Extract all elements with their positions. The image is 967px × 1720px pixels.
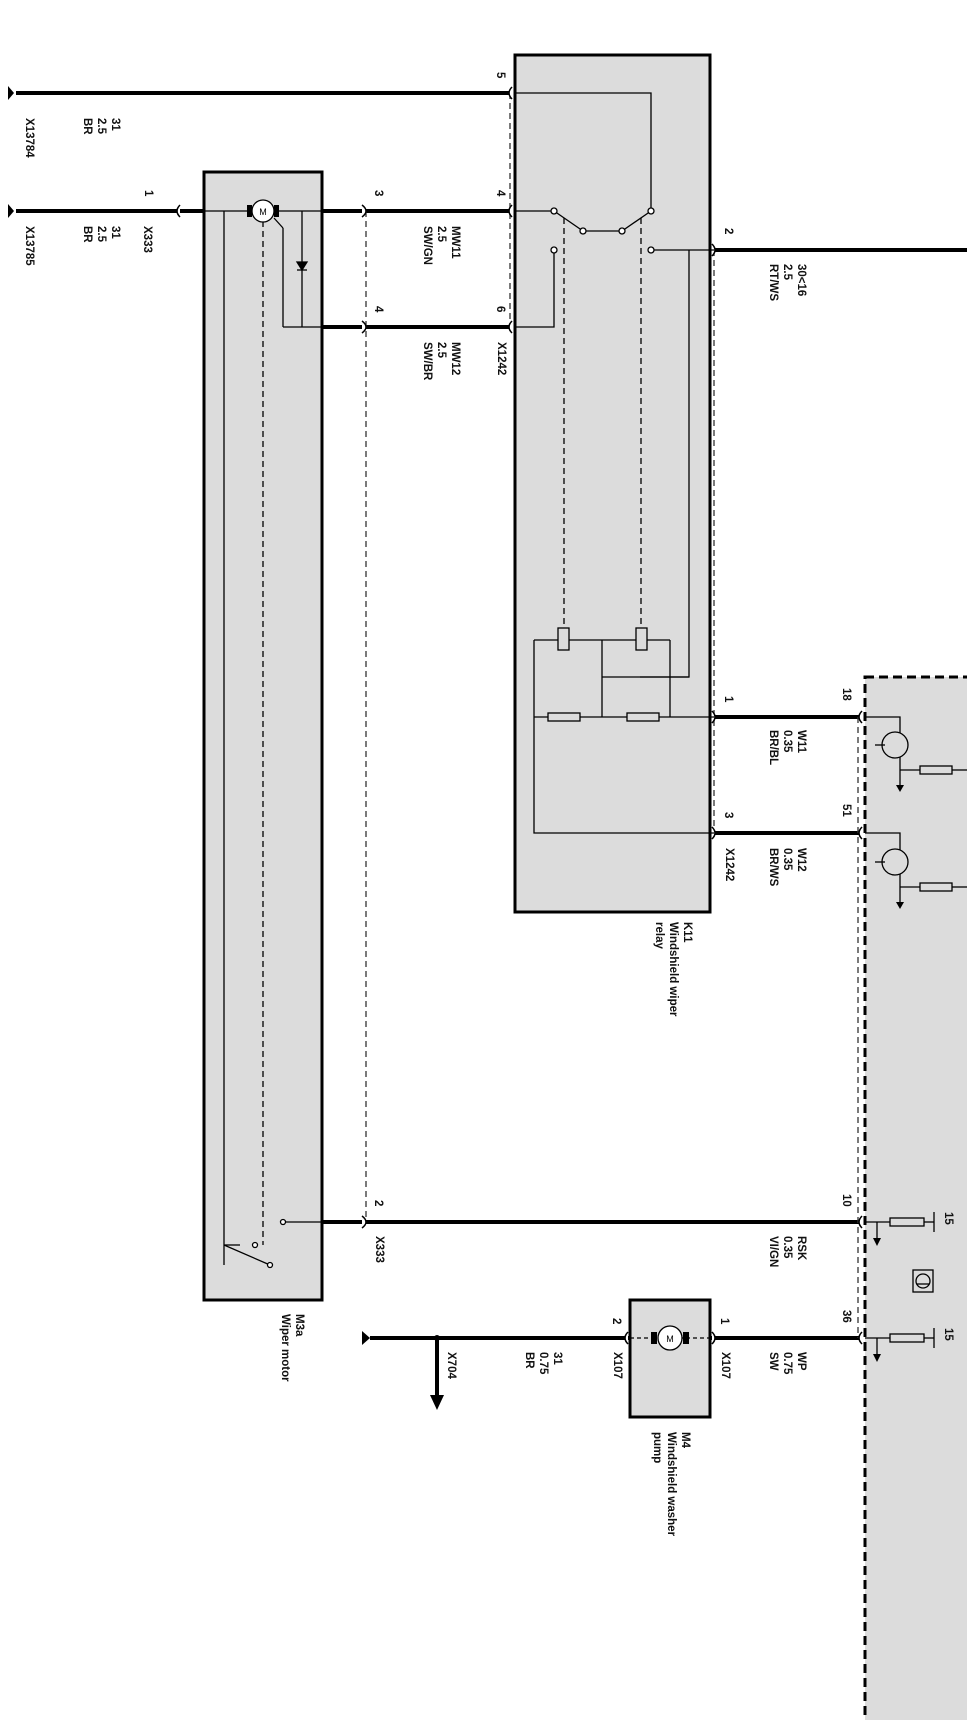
control-module-ground-arrows [873, 785, 904, 1362]
component-id: M4 [679, 1432, 691, 1448]
wire-id: RSK [795, 1236, 807, 1261]
motor-icon: M [247, 199, 279, 223]
pin-number: 2 [722, 228, 734, 235]
wire-id: MW12 [449, 342, 461, 376]
ground-terminal-icon [8, 204, 14, 218]
wire-color: VI/GN [767, 1236, 779, 1268]
pin-number: 1 [142, 190, 154, 197]
wire-size: 2.5 [435, 342, 447, 358]
wire-color: BR [81, 226, 93, 243]
ground-terminals [8, 86, 444, 1410]
pin-number: 1 [718, 1318, 730, 1325]
wires [16, 91, 967, 1395]
connector-links [365, 93, 859, 1338]
ground-terminal-icon [8, 86, 14, 100]
pin-number: 1 [722, 696, 734, 703]
pin-number: 10 [840, 1194, 852, 1207]
connector-x333: X333 [373, 1236, 385, 1263]
wire-size: 0.75 [781, 1352, 793, 1375]
connector-pins [176, 86, 863, 1345]
pin-number: 3 [722, 812, 734, 819]
component-name: Wiper motor [279, 1314, 291, 1382]
pump-motor-icon: M [630, 1325, 710, 1351]
control-module-internals [865, 716, 967, 1354]
wire-size: 0.75 [537, 1352, 549, 1375]
supply-label: 15 [942, 1212, 954, 1225]
pin-number: 5 [494, 72, 506, 79]
wire-id: 31 [551, 1352, 563, 1365]
wire-color: BR [523, 1352, 535, 1369]
svg-text:M: M [666, 1334, 674, 1344]
wire-id: WP [795, 1352, 807, 1371]
pin-number: 2 [372, 1200, 384, 1207]
arrow-down-icon [430, 1395, 444, 1410]
wire-id: MW11 [449, 226, 461, 259]
wire-color: SW/BR [421, 342, 433, 381]
wire-id: 31 [109, 226, 121, 239]
connector-x13785: X13785 [23, 226, 35, 266]
ground-terminal-icon [362, 1331, 370, 1345]
wire-size: 2.5 [95, 118, 107, 134]
wire-color: BR/WS [767, 848, 779, 887]
component-name: pump [651, 1432, 663, 1464]
component-name: Windshield wiper [667, 922, 679, 1017]
relay-internals [515, 92, 714, 834]
wire-id: 31 [109, 118, 121, 131]
connector-x107: X107 [719, 1352, 731, 1379]
component-name: Windshield washer [665, 1432, 677, 1537]
connector-x333: X333 [141, 226, 153, 253]
wire-id: W12 [795, 848, 807, 872]
wire-color: BR [81, 118, 93, 135]
supply-label: 15 [942, 1328, 954, 1341]
wiper-symbol-icon [912, 1269, 934, 1293]
wire-id: 30<16 [795, 264, 807, 297]
pin-number: 6 [494, 306, 506, 313]
connector-x1242: X1242 [495, 342, 507, 376]
wire-id: W11 [795, 730, 807, 754]
pin-number: 2 [610, 1318, 622, 1325]
connector-x107: X107 [611, 1352, 623, 1379]
connector-x1242: X1242 [723, 848, 735, 882]
wire-size: 2.5 [781, 264, 793, 280]
pin-number: 4 [494, 190, 506, 197]
wire-color: SW/GN [421, 226, 433, 265]
wire-color: BR/BL [767, 730, 779, 766]
pin-number: 36 [840, 1310, 852, 1323]
wire-size: 2.5 [95, 226, 107, 242]
wire-size: 0.35 [781, 730, 793, 753]
wire-color: SW [767, 1352, 779, 1371]
component-name: relay [653, 922, 665, 949]
svg-text:M: M [259, 207, 267, 217]
pin-number: 4 [372, 306, 384, 313]
wire-size: 0.35 [781, 1236, 793, 1259]
connector-x13784: X13784 [23, 118, 35, 158]
control-module-box [863, 675, 967, 1720]
component-id: K11 [681, 922, 693, 943]
wiper-relay-box [513, 53, 712, 914]
washer-pump-box [628, 1298, 712, 1419]
component-id: M3a [293, 1314, 305, 1337]
wire-color: RT/WS [767, 264, 779, 302]
pin-number: 51 [840, 804, 852, 817]
connector-x704: X704 [445, 1352, 457, 1379]
pin-number: 3 [372, 190, 384, 197]
pin-number: 18 [840, 688, 852, 701]
wire-size: 2.5 [435, 226, 447, 242]
wire-size: 0.35 [781, 848, 793, 871]
wiper-motor-internals [204, 210, 322, 1269]
